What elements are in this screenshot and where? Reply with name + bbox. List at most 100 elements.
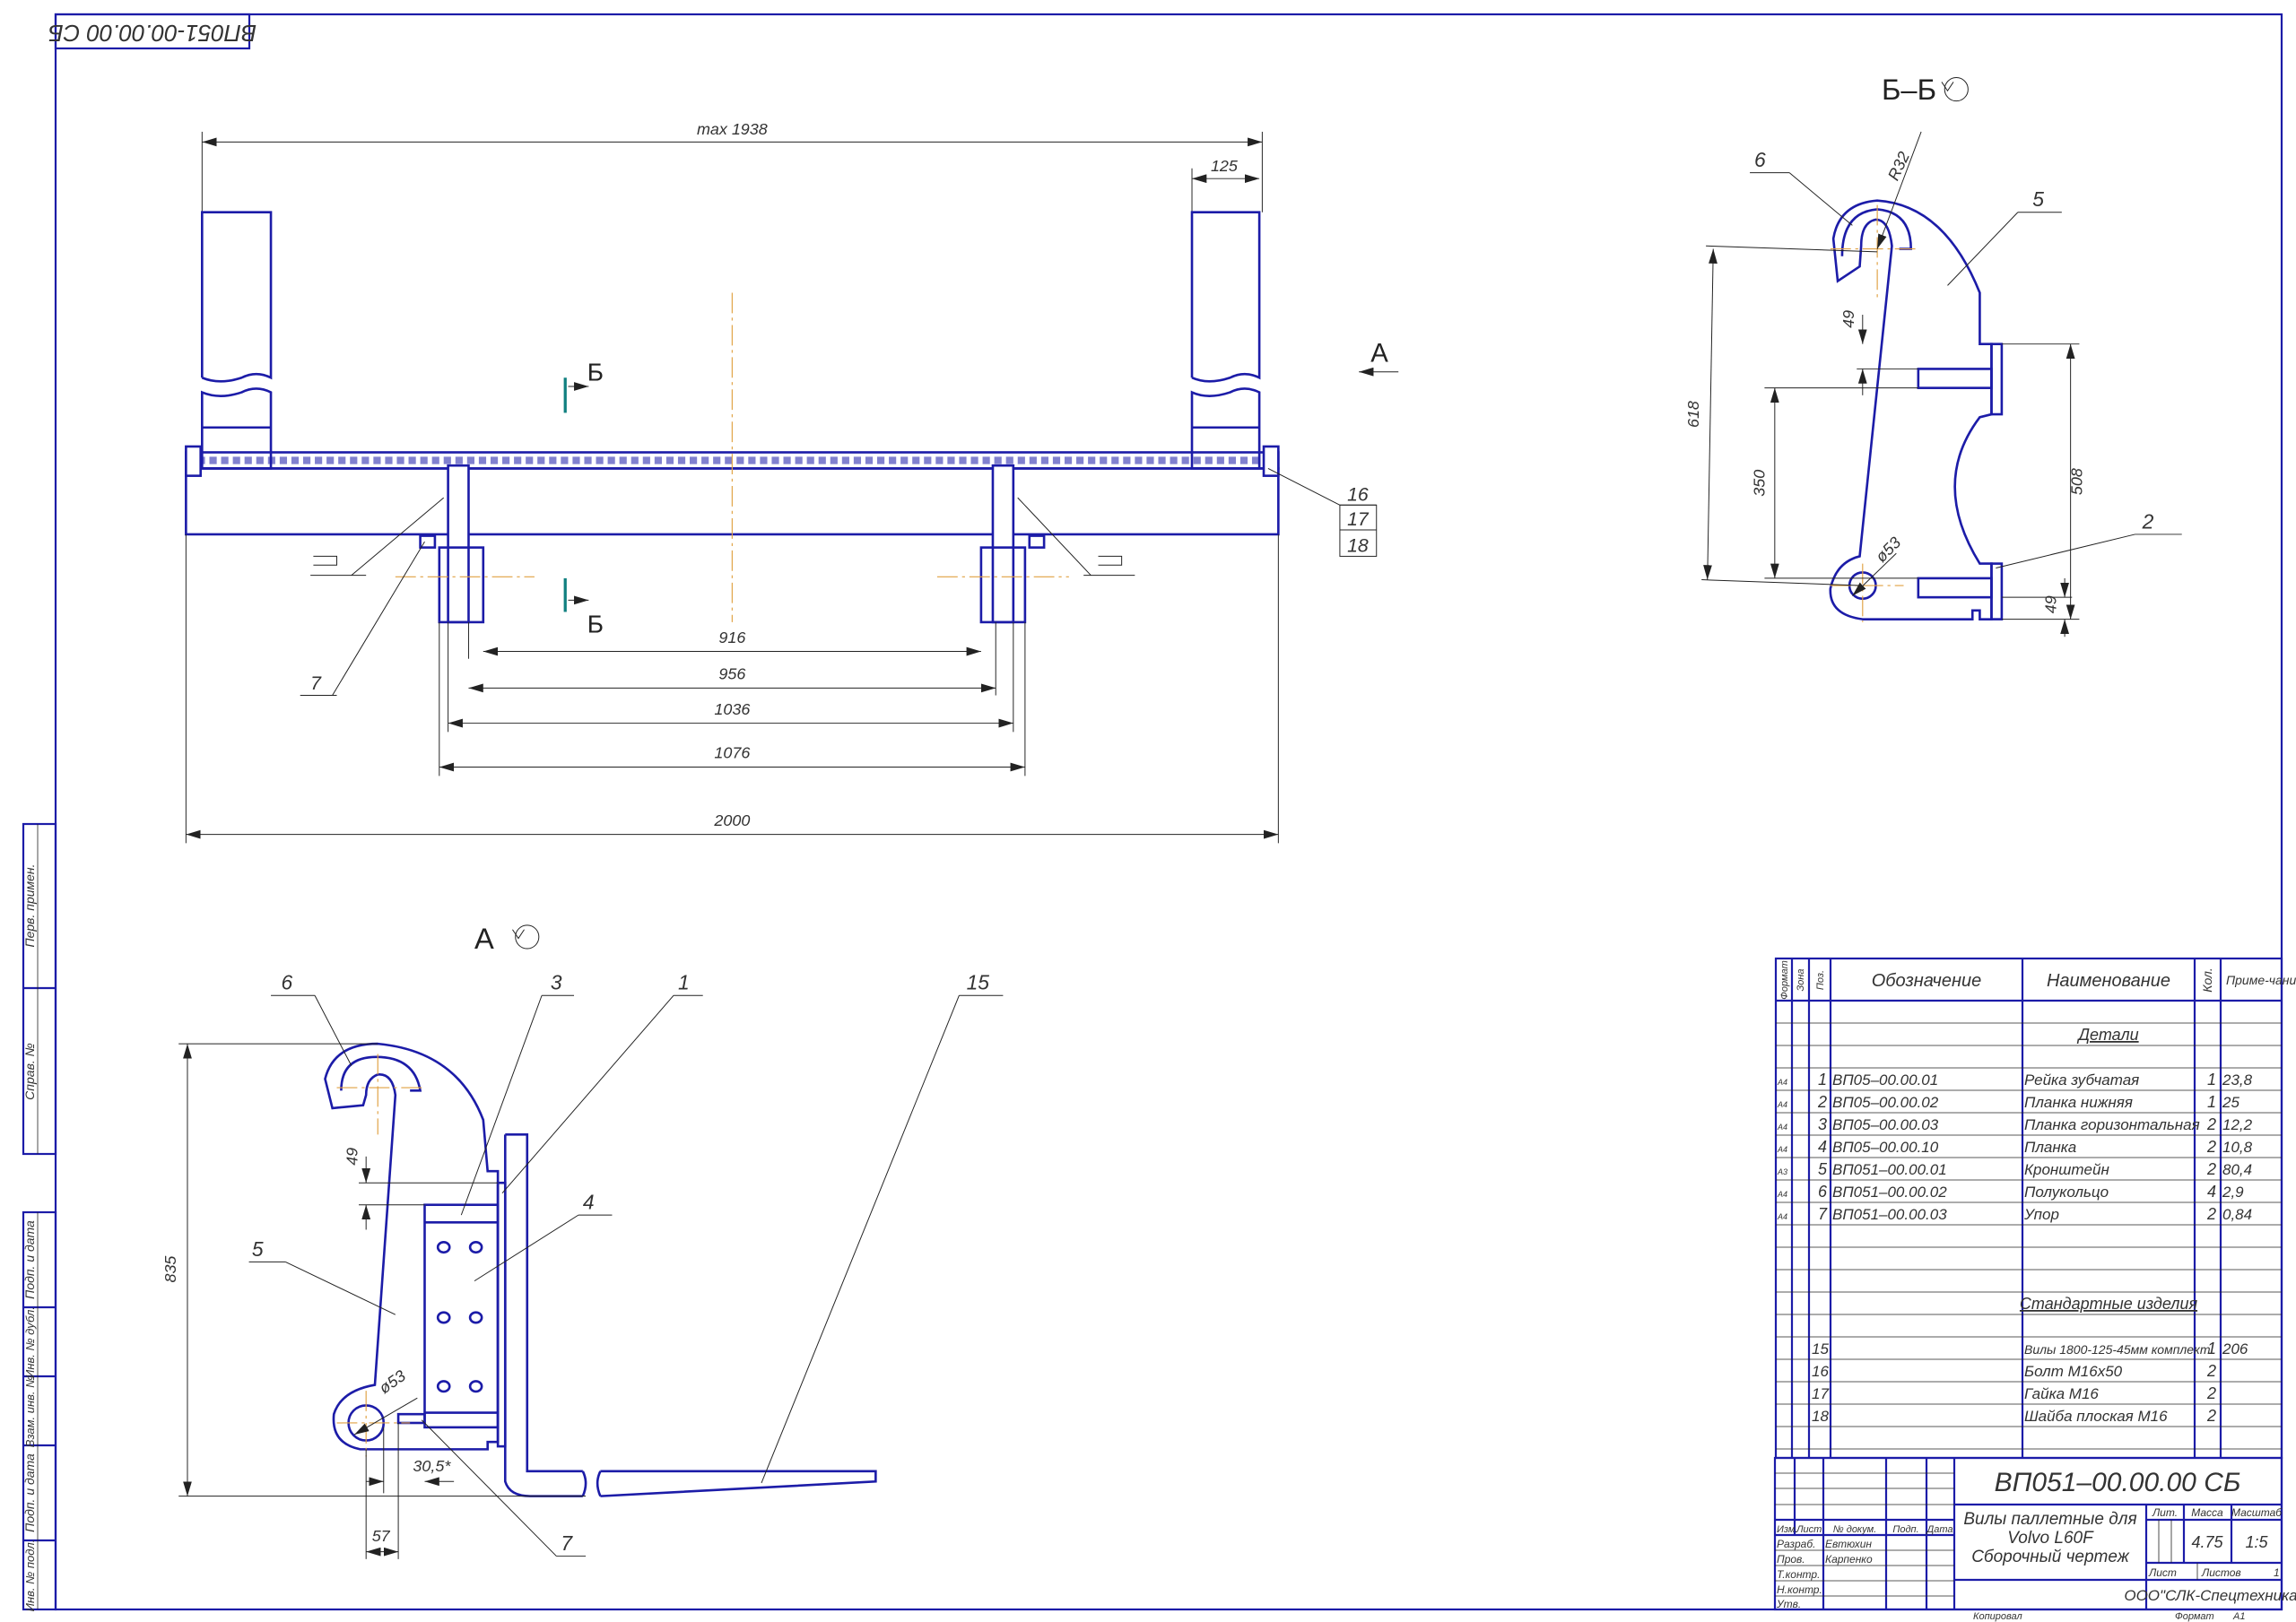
cell-note: 2,9 xyxy=(2222,1184,2244,1201)
bolt-right xyxy=(1262,445,1280,477)
weld-marks xyxy=(310,497,1135,577)
leader-16-17-18: 16 17 18 xyxy=(1267,468,1378,557)
fork-upright-right xyxy=(1190,211,1261,470)
leader-3: 3 xyxy=(551,971,562,994)
section-bb: Б–Б 618 350 508 xyxy=(1684,73,2182,638)
dim-49-top: 49 xyxy=(1839,310,1857,328)
sheets-value: 1 xyxy=(2274,1566,2280,1579)
cell-qty: 1 xyxy=(2207,1093,2216,1111)
header-pos: Поз. xyxy=(1815,970,1826,990)
dim-508: 508 xyxy=(2068,468,2086,495)
title-name-3: Сборочный чертеж xyxy=(1971,1548,2130,1566)
leader-16: 16 xyxy=(1347,484,1369,505)
cell-pos: 6 xyxy=(1818,1183,1828,1201)
title-block: Изм. Лист № докум. Подп. Дата Разраб. Ев… xyxy=(1773,1456,2296,1622)
bolt-holes xyxy=(436,1241,483,1393)
dim-49-bottom: 49 xyxy=(2041,595,2059,613)
cell-name: Рейка зубчатая xyxy=(2024,1071,2139,1089)
cell-pos: 16 xyxy=(1812,1363,1829,1380)
cell-pos: 2 xyxy=(1817,1093,1827,1111)
col-sign: Подп. xyxy=(1892,1524,1918,1535)
cell-note: 10,8 xyxy=(2222,1139,2253,1156)
spec-table: Формат Зона Поз. Обозначение Наименовани… xyxy=(1774,957,2296,1460)
format-label: Формат xyxy=(2175,1611,2214,1622)
cell-qty: 2 xyxy=(2206,1407,2216,1425)
leader-1: 1 xyxy=(678,971,690,994)
bracket-right xyxy=(979,464,1046,624)
cell-format: A4 xyxy=(1777,1212,1787,1221)
top-stamp-text: ВП051-00.00.00 СБ xyxy=(48,20,257,47)
cell-qty: 2 xyxy=(2206,1362,2216,1380)
header-name: Наименование xyxy=(2047,971,2170,991)
cell-pos: 7 xyxy=(1818,1205,1828,1223)
dim-350: 350 xyxy=(1750,470,1768,497)
cell-qty: 1 xyxy=(2207,1071,2216,1089)
leader-5: 5 xyxy=(2032,187,2044,211)
cell-format: A3 xyxy=(1777,1167,1787,1176)
top-stamp: ВП051-00.00.00 СБ xyxy=(48,13,257,50)
header-designation: Обозначение xyxy=(1872,971,1982,991)
drawing-frame xyxy=(54,13,2283,1611)
cell-qty: 2 xyxy=(2206,1384,2216,1402)
dim-r32: R32 xyxy=(1884,149,1913,183)
cell-format: A4 xyxy=(1777,1145,1787,1154)
dimensions-bottom: 916 956 1036 1076 2000 xyxy=(185,533,1279,844)
dim-916: 916 xyxy=(718,629,745,646)
col-change: Изм. xyxy=(1777,1524,1797,1535)
cell-designation: ВП051–00.00.02 xyxy=(1832,1184,1947,1201)
view-a-arrow: А xyxy=(1359,338,1399,377)
fork-upright-left xyxy=(201,211,273,470)
svg-text:Б: Б xyxy=(587,359,604,386)
cell-format: A4 xyxy=(1777,1190,1787,1199)
cell-designation: ВП05–00.00.02 xyxy=(1832,1094,1939,1111)
cell-pos: 1 xyxy=(1818,1071,1827,1089)
cell-qty: 2 xyxy=(2206,1138,2216,1156)
cell-pos: 5 xyxy=(1818,1160,1828,1178)
cell-note: 25 xyxy=(2222,1094,2239,1111)
scale-label: Масштаб xyxy=(2231,1506,2283,1519)
strip-orig-inv: Инв. № подл. xyxy=(23,1540,37,1612)
strip-sign-date-2: Подп. и дата xyxy=(22,1453,37,1532)
role-dev: Разраб. xyxy=(1777,1538,1815,1550)
cell-name: Планка нижняя xyxy=(2024,1094,2133,1111)
view-a-title: А xyxy=(474,922,494,955)
cell-note: 80,4 xyxy=(2222,1161,2252,1178)
cell-name: Вилы 1800-125-45мм комплект xyxy=(2024,1342,2211,1357)
bracket-profile xyxy=(1829,199,1993,620)
cell-name: Полукольцо xyxy=(2024,1184,2109,1201)
company-name: ООО"СЛК-Спецтехника" xyxy=(2124,1587,2296,1604)
strip-replace-inv: Взам. инв. № xyxy=(23,1375,37,1447)
strip-first-use: Перв. примен. xyxy=(22,863,37,947)
bracket-profile xyxy=(324,1042,500,1451)
strip-sign-date-1: Подп. и дата xyxy=(22,1220,37,1299)
dim-618: 618 xyxy=(1684,401,1702,428)
cell-designation: ВП051–00.00.03 xyxy=(1832,1206,1947,1223)
leader-17: 17 xyxy=(1347,509,1370,530)
dim-835: 835 xyxy=(161,1255,179,1283)
section-standard: Стандартные изделия xyxy=(2020,1295,2198,1313)
dim-dia53: ø53 xyxy=(376,1366,409,1397)
header-note: Приме-чание xyxy=(2226,973,2296,987)
scale-value: 1:5 xyxy=(2245,1533,2268,1551)
strip-ref-no: Справ. № xyxy=(22,1043,37,1100)
dim-30-5: 30,5* xyxy=(413,1457,451,1475)
cell-designation: ВП05–00.00.01 xyxy=(1832,1071,1938,1089)
top-view: max 1938 125 xyxy=(185,120,1399,844)
col-doc: № докум. xyxy=(1833,1524,1876,1535)
cell-name: Планка xyxy=(2024,1139,2076,1156)
cell-format: A4 xyxy=(1777,1078,1787,1087)
cell-qty: 2 xyxy=(2206,1205,2216,1223)
cell-name: Планка горизонтальная xyxy=(2024,1116,2200,1133)
cell-designation: ВП05–00.00.10 xyxy=(1832,1139,1939,1156)
section-parts: Детали xyxy=(2076,1026,2138,1044)
cell-pos: 17 xyxy=(1812,1385,1829,1402)
leader-18: 18 xyxy=(1347,536,1369,557)
section-mark-bottom: Б xyxy=(563,577,604,638)
cell-qty: 2 xyxy=(2206,1160,2216,1178)
cell-qty: 4 xyxy=(2207,1183,2216,1201)
title-name-1: Вилы паллетные для xyxy=(1963,1510,2136,1529)
cell-designation: ВП05–00.00.03 xyxy=(1832,1116,1939,1133)
cell-note: 23,8 xyxy=(2222,1071,2253,1089)
strip-dup-inv: Инв. № дубл. xyxy=(23,1306,37,1378)
cell-name: Упор xyxy=(2023,1206,2059,1223)
